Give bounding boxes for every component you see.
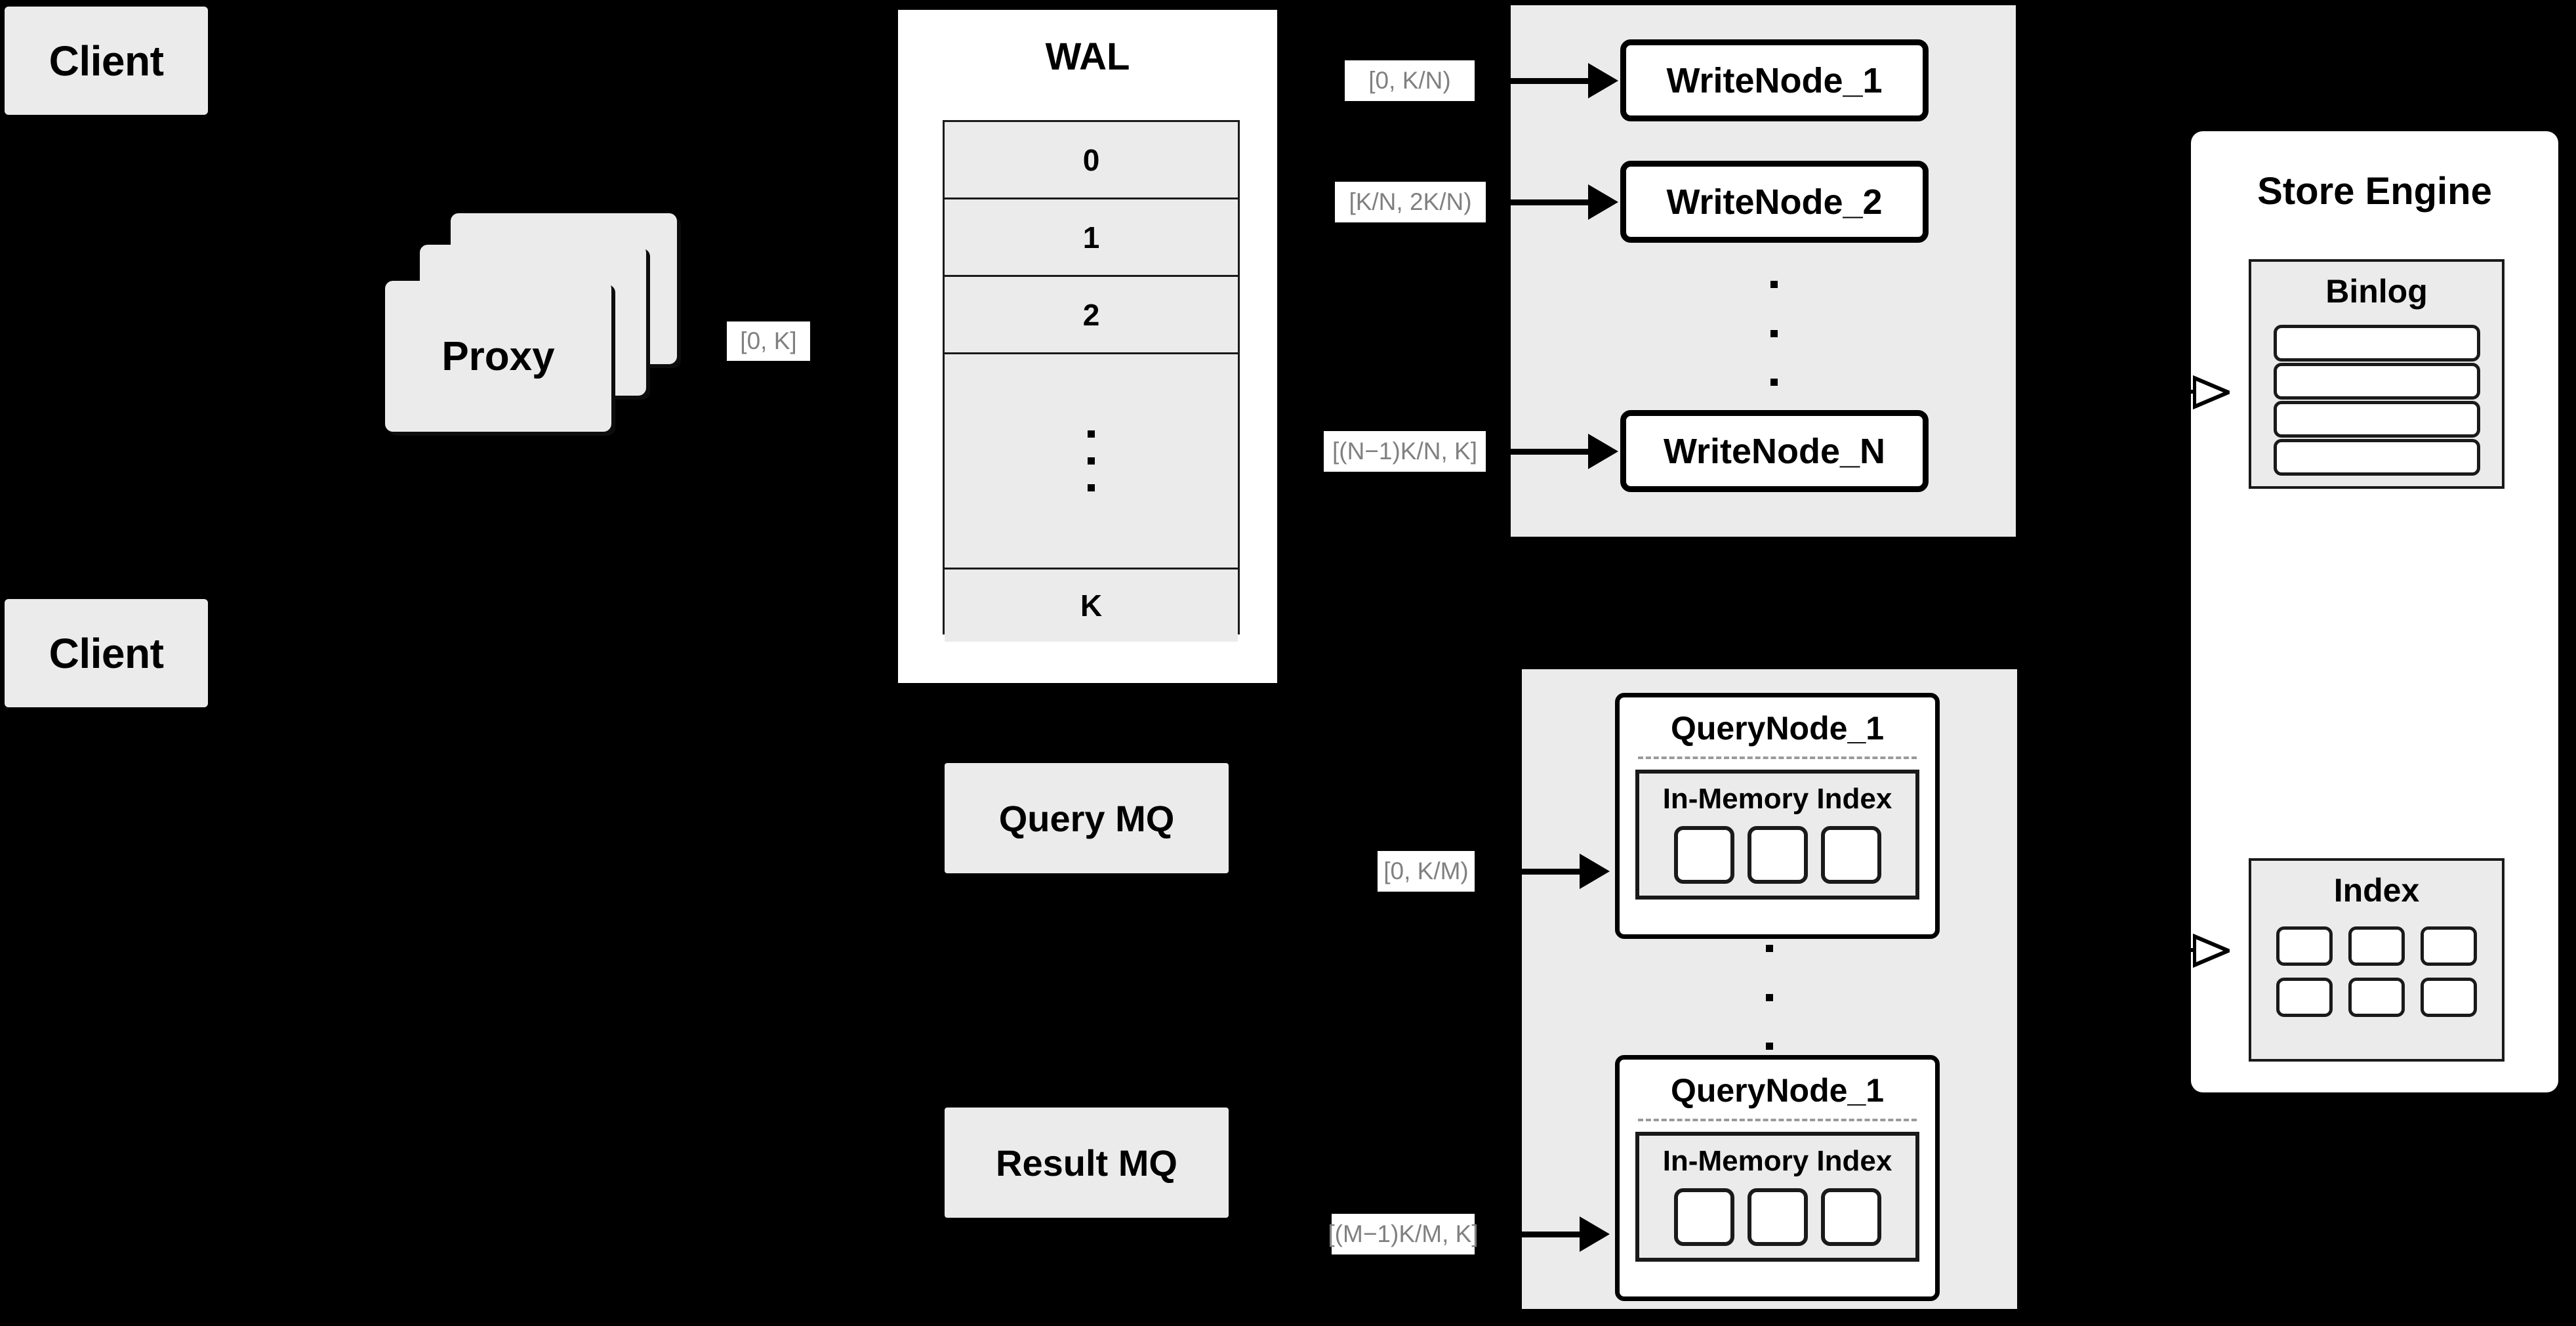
vertical-dot-icon — [1088, 484, 1095, 491]
vertical-dot-icon — [1088, 457, 1095, 465]
index-cell[interactable] — [1673, 1188, 1734, 1246]
query-node-2-title: QueryNode_1 — [1670, 1072, 1885, 1109]
wal-cell-k[interactable]: K — [945, 570, 1238, 642]
in-memory-index-title-2: In-Memory Index — [1662, 1145, 1892, 1177]
arrow-to-write-node-1 — [1507, 78, 1591, 84]
write-node-1[interactable]: WriteNode_1 — [1620, 39, 1929, 121]
write-node-n[interactable]: WriteNode_N — [1620, 410, 1929, 492]
write-node-n-label: WriteNode_N — [1663, 431, 1886, 471]
query-node-1-range-label: [0, K/M) — [1378, 851, 1475, 892]
wal-cell-ellipsis — [945, 354, 1238, 570]
wal-cell-2[interactable]: 2 — [945, 277, 1238, 354]
index-cell[interactable] — [1673, 826, 1734, 884]
query-node-1-separator — [1638, 756, 1917, 759]
client-label-2: Client — [49, 629, 164, 677]
arrowhead-icon — [1580, 1216, 1610, 1252]
write-node-2[interactable]: WriteNode_2 — [1620, 161, 1929, 243]
binlog-row[interactable] — [2273, 401, 2480, 438]
vertical-dot-icon — [1765, 945, 1773, 952]
arrowhead-icon — [1588, 63, 1618, 98]
vertical-dot-icon — [1770, 379, 1778, 386]
vertical-dot-icon — [1765, 993, 1773, 1001]
index-cell[interactable] — [1820, 1188, 1881, 1246]
client-label-1: Client — [49, 37, 164, 85]
index-cell[interactable] — [2348, 978, 2405, 1017]
vertical-dot-icon — [1088, 430, 1095, 438]
query-mq-label: Query MQ — [998, 797, 1175, 839]
client-box-1[interactable]: Client — [5, 7, 208, 115]
proxy-box[interactable]: Proxy — [385, 281, 611, 432]
arrow-to-index — [2142, 948, 2196, 952]
index-cell[interactable] — [2276, 978, 2333, 1017]
result-mq-label: Result MQ — [996, 1142, 1177, 1184]
query-cluster-ellipsis — [1762, 945, 1776, 1050]
write-cluster-ellipsis — [1767, 281, 1781, 386]
index-cell[interactable] — [2276, 926, 2333, 966]
wal-table: 0 1 2 K — [943, 120, 1240, 642]
binlog-box: Binlog — [2249, 259, 2504, 489]
binlog-row[interactable] — [2273, 439, 2480, 476]
vertical-dot-icon — [1770, 329, 1778, 337]
in-memory-index-cells-2 — [1648, 1188, 1906, 1246]
vertical-dot-icon — [1770, 281, 1778, 288]
write-node-2-label: WriteNode_2 — [1666, 182, 1883, 222]
write-node-n-range-label: [(N−1)K/N, K] — [1324, 431, 1486, 472]
query-node-1[interactable]: QueryNode_1 In-Memory Index — [1615, 693, 1940, 939]
index-cell[interactable] — [1747, 1188, 1808, 1246]
query-node-2-range-label: [(M−1)K/M, K] — [1328, 1214, 1479, 1254]
arrowhead-icon — [1588, 434, 1618, 469]
binlog-row[interactable] — [2273, 363, 2480, 400]
binlog-rows — [2251, 325, 2502, 476]
arrow-to-query-node-1 — [1502, 869, 1582, 875]
query-node-2[interactable]: QueryNode_1 In-Memory Index — [1615, 1055, 1940, 1301]
arrowhead-icon — [1588, 184, 1618, 220]
index-box: Index — [2249, 858, 2504, 1062]
store-engine-title: Store Engine — [2257, 170, 2492, 213]
write-node-2-range-label: [K/N, 2K/N) — [1335, 182, 1486, 222]
index-title: Index — [2333, 872, 2420, 909]
proxy-label: Proxy — [441, 333, 555, 379]
binlog-title: Binlog — [2325, 273, 2428, 310]
index-cell[interactable] — [2348, 926, 2405, 966]
arrow-to-query-node-2 — [1502, 1232, 1582, 1237]
query-node-2-in-memory-index: In-Memory Index — [1635, 1132, 1919, 1262]
index-cell[interactable] — [1820, 826, 1881, 884]
query-node-2-separator — [1638, 1119, 1917, 1121]
result-mq-box[interactable]: Result MQ — [945, 1108, 1229, 1218]
query-node-1-in-memory-index: In-Memory Index — [1635, 770, 1919, 900]
in-memory-index-cells-1 — [1648, 826, 1906, 884]
arrowhead-icon — [1580, 854, 1610, 889]
proxy-range-label: [0, K] — [727, 321, 810, 361]
client-box-2[interactable]: Client — [5, 599, 208, 707]
index-cell[interactable] — [2421, 978, 2477, 1017]
arrow-to-write-node-2 — [1507, 199, 1591, 205]
query-node-1-title: QueryNode_1 — [1670, 710, 1885, 747]
vertical-dot-icon — [1765, 1043, 1773, 1050]
in-memory-index-title-1: In-Memory Index — [1662, 783, 1892, 815]
binlog-row[interactable] — [2273, 325, 2480, 362]
arrow-to-binlog — [2142, 390, 2196, 394]
wal-cell-0[interactable]: 0 — [945, 122, 1238, 199]
arrowhead-open-icon — [2193, 374, 2230, 411]
wal-cell-1[interactable]: 1 — [945, 199, 1238, 277]
index-cell[interactable] — [1747, 826, 1808, 884]
write-node-1-range-label: [0, K/N) — [1345, 60, 1475, 101]
write-node-1-label: WriteNode_1 — [1666, 60, 1883, 100]
query-mq-box[interactable]: Query MQ — [945, 763, 1229, 873]
index-cell[interactable] — [2421, 926, 2477, 966]
index-grid — [2251, 926, 2502, 1017]
wal-title: WAL — [1045, 35, 1130, 78]
arrowhead-open-icon — [2193, 932, 2230, 969]
arrow-to-write-node-n — [1507, 449, 1591, 455]
